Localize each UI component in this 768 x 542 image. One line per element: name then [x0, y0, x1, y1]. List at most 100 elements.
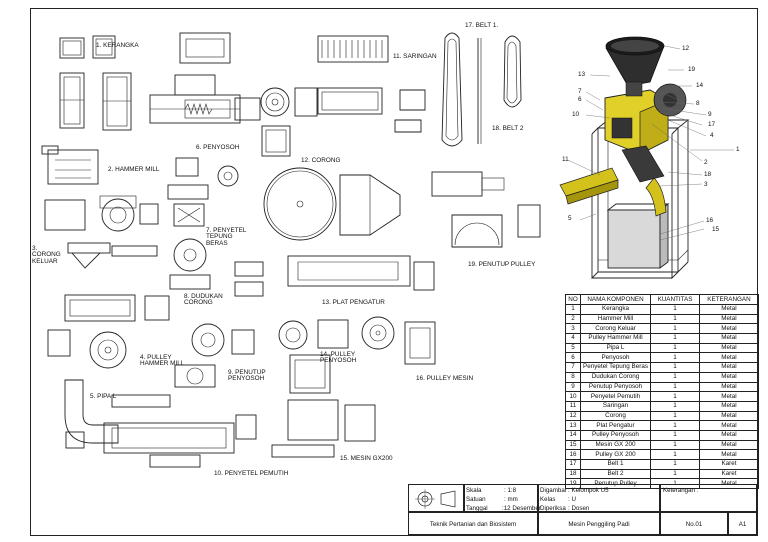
balloon-9: 9: [708, 111, 712, 118]
satuan-value: : mm: [504, 496, 518, 503]
header-nama-komponen: NAMA KOMPONEN: [580, 294, 651, 305]
tanggal-label: Tanggal: [466, 505, 488, 512]
label-penutup-pulley: 19. PENUTUP PULLEY: [468, 261, 536, 268]
row-nama-komponen: Dudukan Corong: [580, 371, 651, 383]
row-nama-komponen: Penyetel Tepung Beras: [580, 362, 651, 373]
row-keterangan: Metal: [699, 429, 759, 441]
projection-symbol-box: [408, 484, 464, 512]
corong-keluar-views: [67, 242, 158, 269]
kerangka-views: [59, 35, 132, 131]
row-keterangan: Metal: [699, 313, 759, 325]
row-nama-komponen: Pulley Penyosoh: [580, 429, 651, 441]
label-pipa-l: 5. PIPA L: [90, 393, 117, 400]
balloon-11: 11: [562, 156, 569, 163]
row-no: 1: [565, 304, 581, 315]
row-keterangan: Metal: [699, 410, 759, 422]
header-kuantitas: KUANTITAS: [650, 294, 700, 305]
label-belt1: 17. BELT 1.: [465, 22, 499, 29]
row-nama-komponen: Kerangka: [580, 304, 651, 315]
row-keterangan: Metal: [699, 449, 759, 460]
row-keterangan: Metal: [699, 323, 759, 335]
row-kuantitas: 1: [650, 468, 700, 480]
row-keterangan: Metal: [699, 478, 759, 490]
pipa-l-views: [64, 379, 119, 449]
row-keterangan: Karet: [699, 459, 759, 470]
balloon-12: 12: [682, 45, 690, 52]
balloon-19: 19: [688, 66, 696, 73]
row-kuantitas: 1: [650, 410, 700, 422]
label-pulley-hammer-mill: 4. PULLEY HAMMER MILL: [140, 354, 185, 368]
skala-label: Skala: [466, 487, 482, 494]
balloon-10: 10: [572, 111, 580, 118]
parts-table-header: NO NAMA KOMPONEN KUANTITAS KETERANGAN: [565, 294, 759, 305]
label-kerangka: 1. KERANGKA: [96, 42, 139, 49]
row-kuantitas: 1: [650, 323, 700, 335]
dudukan-corong-views: [169, 238, 264, 297]
label-penyetel-tepung-beras: 7. PENYETEL TEPUNG BERAS: [206, 227, 247, 247]
balloon-8: 8: [696, 100, 700, 107]
keterangan-box: [660, 484, 757, 512]
row-kuantitas: 1: [650, 304, 700, 315]
row-no: 16: [565, 449, 581, 460]
scale-units-date-box: [464, 484, 538, 512]
balloon-15: 15: [712, 226, 720, 233]
row-keterangan: Metal: [699, 304, 759, 315]
row-kuantitas: 1: [650, 439, 700, 451]
kelas-value: : U: [568, 496, 576, 503]
row-kuantitas: 1: [650, 362, 700, 373]
row-nama-komponen: Pulley Hammer Mill: [580, 333, 651, 344]
row-nama-komponen: Belt 1: [580, 459, 651, 470]
row-no: 18: [565, 468, 581, 480]
row-no: 9: [565, 381, 581, 393]
row-keterangan: Metal: [699, 381, 759, 393]
pulley-views: [47, 316, 436, 369]
balloon-5: 5: [568, 215, 572, 222]
drawn-by-box: [538, 484, 660, 512]
drawing-number: No.01: [685, 521, 703, 528]
row-nama-komponen: Penutup Penyosoh: [580, 381, 651, 393]
label-pulley-penyosoh: 14. PULLEY PENYOSOH: [320, 351, 357, 365]
header-keterangan: KETERANGAN: [699, 294, 759, 305]
row-keterangan: Metal: [699, 439, 759, 451]
row-no: 11: [565, 400, 581, 412]
label-dudukan-corong: 8. DUDUKAN CORONG: [184, 293, 223, 307]
belt-views: [441, 32, 522, 147]
row-keterangan: Metal: [699, 400, 759, 412]
penutup-penyosoh-views: [103, 354, 331, 468]
row-keterangan: Metal: [699, 342, 759, 354]
kelas-label: Kelas: [540, 496, 556, 503]
sheet-size: A1: [738, 521, 747, 528]
row-no: 13: [565, 420, 581, 431]
balloon-16: 16: [706, 217, 714, 224]
diperiksa-label: Diperiksa: [540, 505, 566, 512]
sheet-size-box: [728, 512, 757, 535]
row-keterangan: Metal: [699, 371, 759, 383]
keterangan-label: Keterangan :: [663, 487, 699, 494]
institution-name: Teknik Pertanian dan Biosistem: [429, 521, 517, 528]
row-nama-komponen: Hammer Mill: [580, 313, 651, 325]
row-no: 12: [565, 410, 581, 422]
mesin-gx200-views: [271, 399, 376, 458]
row-keterangan: Karet: [699, 468, 759, 480]
row-no: 17: [565, 459, 581, 470]
hammer-mill-views: [41, 145, 159, 232]
row-nama-komponen: Mesin GX 200: [580, 439, 651, 451]
sheet-border: [30, 8, 758, 536]
label-hammer-mill: 2. HAMMER MILL: [108, 166, 160, 173]
row-kuantitas: 1: [650, 371, 700, 383]
